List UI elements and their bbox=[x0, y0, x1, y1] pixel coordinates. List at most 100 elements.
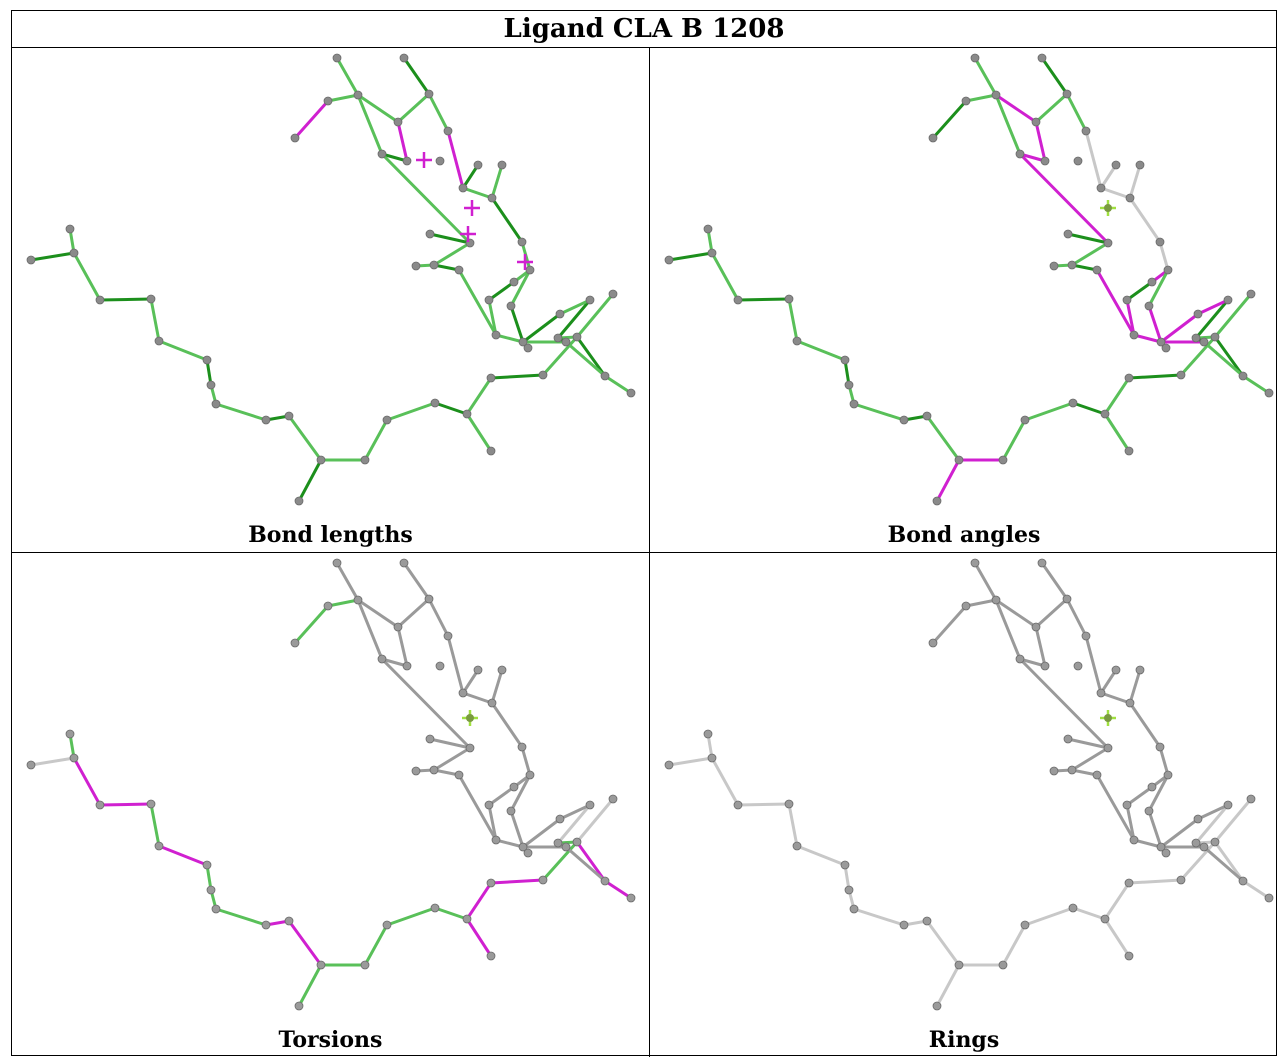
atom bbox=[1163, 265, 1173, 275]
atom bbox=[425, 229, 435, 239]
atom bbox=[491, 835, 501, 845]
bond bbox=[293, 99, 330, 140]
atom bbox=[928, 638, 938, 648]
bond bbox=[1066, 737, 1110, 750]
atom bbox=[1015, 149, 1025, 159]
atom bbox=[484, 295, 494, 305]
atom bbox=[69, 248, 79, 258]
atom bbox=[1129, 835, 1139, 845]
atom bbox=[1124, 446, 1134, 456]
atom bbox=[518, 337, 528, 347]
bond bbox=[852, 907, 906, 927]
atom bbox=[1161, 343, 1171, 353]
atom bbox=[970, 558, 980, 568]
atom bbox=[430, 398, 440, 408]
bond bbox=[509, 268, 532, 308]
atom bbox=[922, 411, 932, 421]
bond bbox=[667, 756, 714, 767]
bond bbox=[667, 251, 714, 262]
bond bbox=[1070, 241, 1110, 267]
bond bbox=[603, 374, 633, 395]
bond bbox=[446, 129, 465, 190]
bond bbox=[964, 598, 998, 608]
bond bbox=[1018, 657, 1110, 750]
atom bbox=[1246, 794, 1256, 804]
atom bbox=[435, 156, 445, 166]
atom bbox=[1125, 698, 1135, 708]
atom bbox=[961, 96, 971, 106]
atom bbox=[1020, 920, 1030, 930]
atom bbox=[487, 698, 497, 708]
bond bbox=[521, 817, 562, 849]
bond bbox=[1128, 196, 1162, 244]
bond bbox=[964, 93, 998, 103]
atom bbox=[991, 595, 1001, 605]
bond bbox=[575, 797, 615, 844]
atom bbox=[1049, 261, 1059, 271]
metal-atom bbox=[466, 714, 474, 722]
caption-bond-angles: Bond angles bbox=[887, 522, 1041, 548]
atom bbox=[600, 876, 610, 886]
panel-bond-lengths: Bond lengths bbox=[12, 48, 649, 552]
row-divider bbox=[12, 552, 1276, 553]
atom bbox=[899, 415, 909, 425]
bond bbox=[1034, 597, 1069, 629]
atom bbox=[430, 903, 440, 913]
bond bbox=[494, 838, 525, 849]
atom bbox=[65, 224, 75, 234]
atom bbox=[294, 496, 304, 506]
atom bbox=[1124, 373, 1134, 383]
bond bbox=[1034, 120, 1047, 163]
atom bbox=[970, 53, 980, 63]
atom bbox=[1111, 665, 1121, 675]
atom bbox=[332, 558, 342, 568]
atom bbox=[899, 920, 909, 930]
bond bbox=[558, 803, 592, 821]
atom bbox=[1122, 295, 1132, 305]
molecule-bond-lengths bbox=[26, 53, 636, 506]
atom bbox=[1063, 229, 1073, 239]
atom bbox=[664, 760, 674, 770]
atom bbox=[561, 842, 571, 852]
bond bbox=[1084, 634, 1103, 695]
atom bbox=[353, 595, 363, 605]
bond bbox=[293, 604, 330, 645]
bond bbox=[487, 803, 498, 842]
bond bbox=[287, 919, 323, 967]
atom bbox=[792, 841, 802, 851]
bond bbox=[356, 93, 384, 156]
atom bbox=[284, 411, 294, 421]
atom bbox=[1210, 837, 1220, 847]
atom bbox=[1037, 558, 1047, 568]
bond bbox=[29, 251, 76, 262]
bond bbox=[558, 298, 592, 316]
atom bbox=[1103, 743, 1113, 753]
bond bbox=[356, 93, 400, 124]
atom bbox=[382, 415, 392, 425]
atom bbox=[525, 265, 535, 275]
bond bbox=[402, 56, 431, 96]
atom bbox=[316, 960, 326, 970]
atom bbox=[932, 1001, 942, 1011]
atom bbox=[707, 248, 717, 258]
bond bbox=[1179, 335, 1217, 377]
atom bbox=[1156, 337, 1166, 347]
bond bbox=[1071, 401, 1107, 416]
bond bbox=[1095, 268, 1136, 337]
atom bbox=[1223, 800, 1233, 810]
bond bbox=[541, 335, 579, 377]
bond bbox=[427, 92, 450, 133]
atom bbox=[626, 893, 636, 903]
bond bbox=[1158, 240, 1170, 272]
atom bbox=[703, 729, 713, 739]
atom bbox=[486, 373, 496, 383]
atom bbox=[486, 878, 496, 888]
bond bbox=[363, 418, 389, 462]
atom bbox=[429, 765, 439, 775]
bond bbox=[575, 292, 615, 339]
atom bbox=[998, 960, 1008, 970]
atom bbox=[1124, 951, 1134, 961]
atom bbox=[429, 260, 439, 270]
atom bbox=[462, 914, 472, 924]
bond bbox=[385, 906, 437, 927]
